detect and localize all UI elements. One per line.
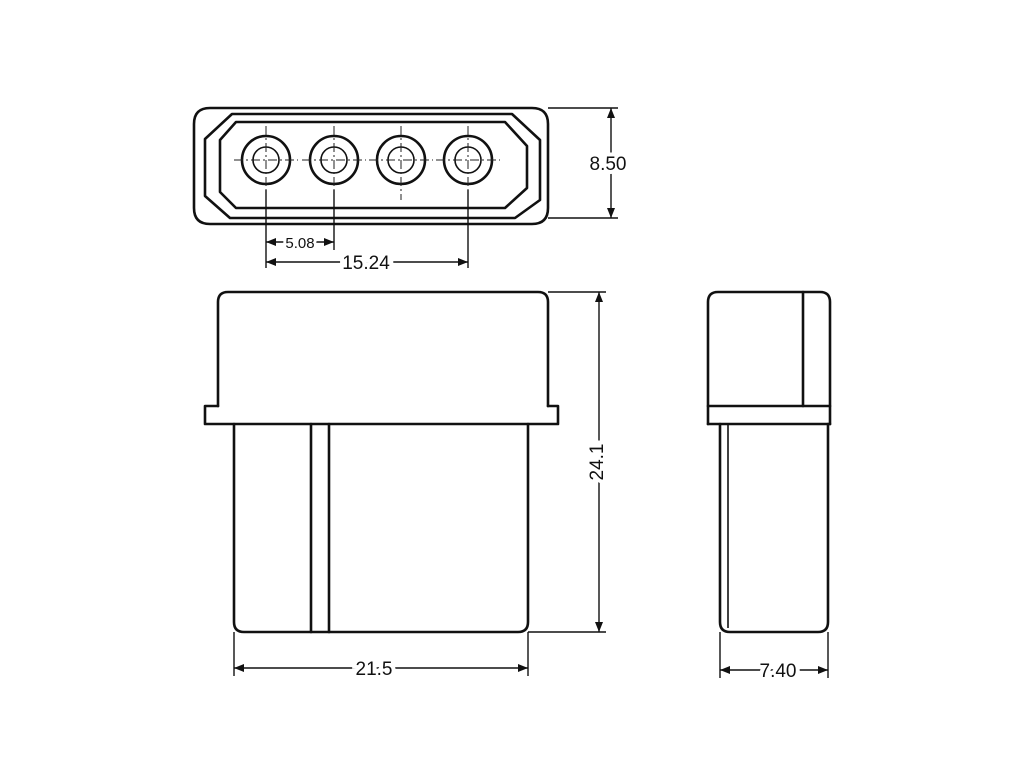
dim-pin-span: 15.24 — [266, 249, 468, 278]
dim-front-height-label: 24.1 — [587, 444, 608, 481]
top-view: 5.08 15.24 8.50 — [192, 106, 630, 278]
top-view-middle-outline — [203, 112, 542, 220]
pin-1 — [234, 126, 298, 200]
side-view-upper-body — [706, 290, 832, 426]
pin-4 — [436, 126, 500, 200]
dim-front-width: 21.5 — [233, 632, 529, 684]
pin-3 — [369, 126, 433, 200]
top-view-inner-outline — [218, 120, 529, 210]
top-view-outer-outline — [192, 106, 550, 226]
dim-pin-pitch: 5.08 — [266, 232, 334, 255]
dim-pin-span-label: 15.24 — [342, 253, 390, 274]
pin-2 — [302, 126, 366, 200]
front-view: 21.5 24.1 — [203, 290, 612, 684]
dim-pin-pitch-label: 5.08 — [285, 235, 314, 252]
side-view: 7.40 — [706, 290, 832, 686]
dim-front-height: 24.1 — [528, 291, 612, 633]
dim-side-width-label: 7.40 — [760, 661, 797, 682]
front-view-flange — [203, 404, 560, 426]
front-view-upper-body — [216, 290, 550, 408]
front-view-lower-body — [232, 422, 530, 634]
dim-top-height-label: 8.50 — [590, 154, 627, 175]
dim-side-width: 7.40 — [719, 632, 829, 686]
dim-front-width-label: 21.5 — [356, 659, 393, 680]
side-view-lower-body — [718, 422, 830, 634]
dim-top-height: 8.50 — [548, 107, 630, 219]
